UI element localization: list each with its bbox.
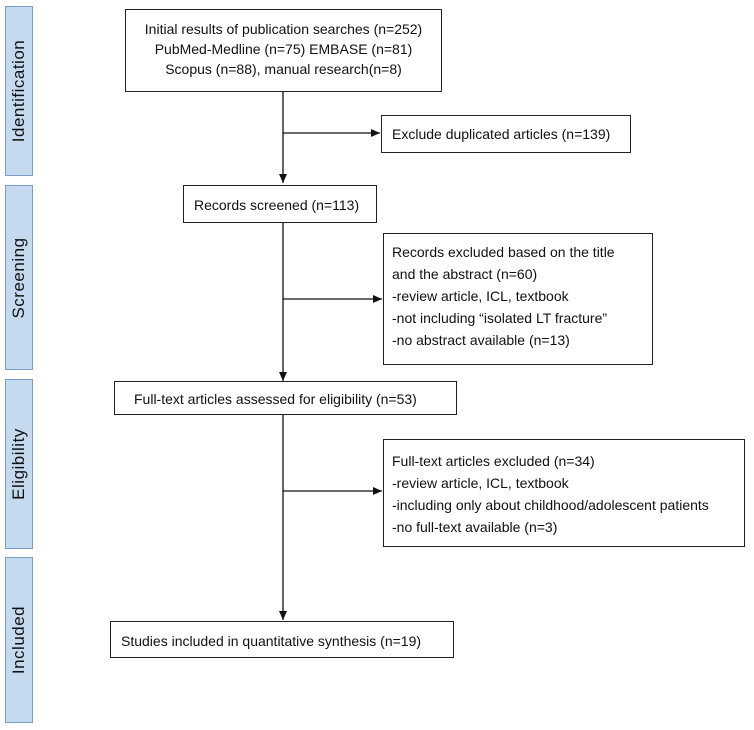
box-screened-line-1: Records screened (n=113) bbox=[194, 197, 360, 213]
box-records-screened: Records screened (n=113) bbox=[183, 185, 377, 223]
box-excluded-title-line-5: -no abstract available (n=13) bbox=[392, 332, 570, 348]
box-studies-included: Studies included in quantitative synthes… bbox=[110, 621, 454, 658]
box-initial-line-1: Initial results of publication searches … bbox=[144, 21, 423, 37]
box-excluded-title-line-2: and the abstract (n=60) bbox=[392, 266, 538, 282]
box-fulltext-line-1: Full-text articles assessed for eligibil… bbox=[134, 391, 417, 407]
box-initial-line-2: PubMed-Medline (n=75) EMBASE (n=81) bbox=[154, 41, 413, 57]
box-excluded-fulltext-line-1: Full-text articles excluded (n=34) bbox=[392, 453, 595, 469]
phase-eligibility: Eligibility bbox=[5, 379, 33, 549]
box-exclude-duplicates: Exclude duplicated articles (n=139) bbox=[381, 115, 631, 153]
box-excluded-title-line-1: Records excluded based on the title bbox=[392, 244, 615, 260]
box-excluded-fulltext-line-3: -including only about childhood/adolesce… bbox=[392, 497, 709, 513]
box-excluded-fulltext-line-2: -review article, ICL, textbook bbox=[392, 475, 569, 491]
box-initial-results: Initial results of publication searches … bbox=[125, 9, 442, 92]
box-duplicates-line-1: Exclude duplicated articles (n=139) bbox=[392, 126, 611, 142]
box-records-excluded-title: Records excluded based on the title and … bbox=[383, 233, 653, 365]
phase-identification: Identification bbox=[5, 6, 33, 176]
box-excluded-title-line-4: -not including “isolated LT fracture” bbox=[392, 310, 608, 326]
box-excluded-fulltext-line-4: -no full-text available (n=3) bbox=[392, 519, 558, 535]
box-initial-line-3: Scopus (n=88), manual research(n=8) bbox=[165, 61, 402, 77]
box-excluded-title-line-3: -review article, ICL, textbook bbox=[392, 288, 569, 304]
box-included-line-1: Studies included in quantitative synthes… bbox=[121, 633, 422, 649]
phase-included: Included bbox=[5, 557, 33, 723]
box-fulltext-assessed: Full-text articles assessed for eligibil… bbox=[114, 381, 457, 415]
phase-screening: Screening bbox=[5, 185, 33, 370]
box-fulltext-excluded: Full-text articles excluded (n=34) -revi… bbox=[383, 439, 745, 547]
